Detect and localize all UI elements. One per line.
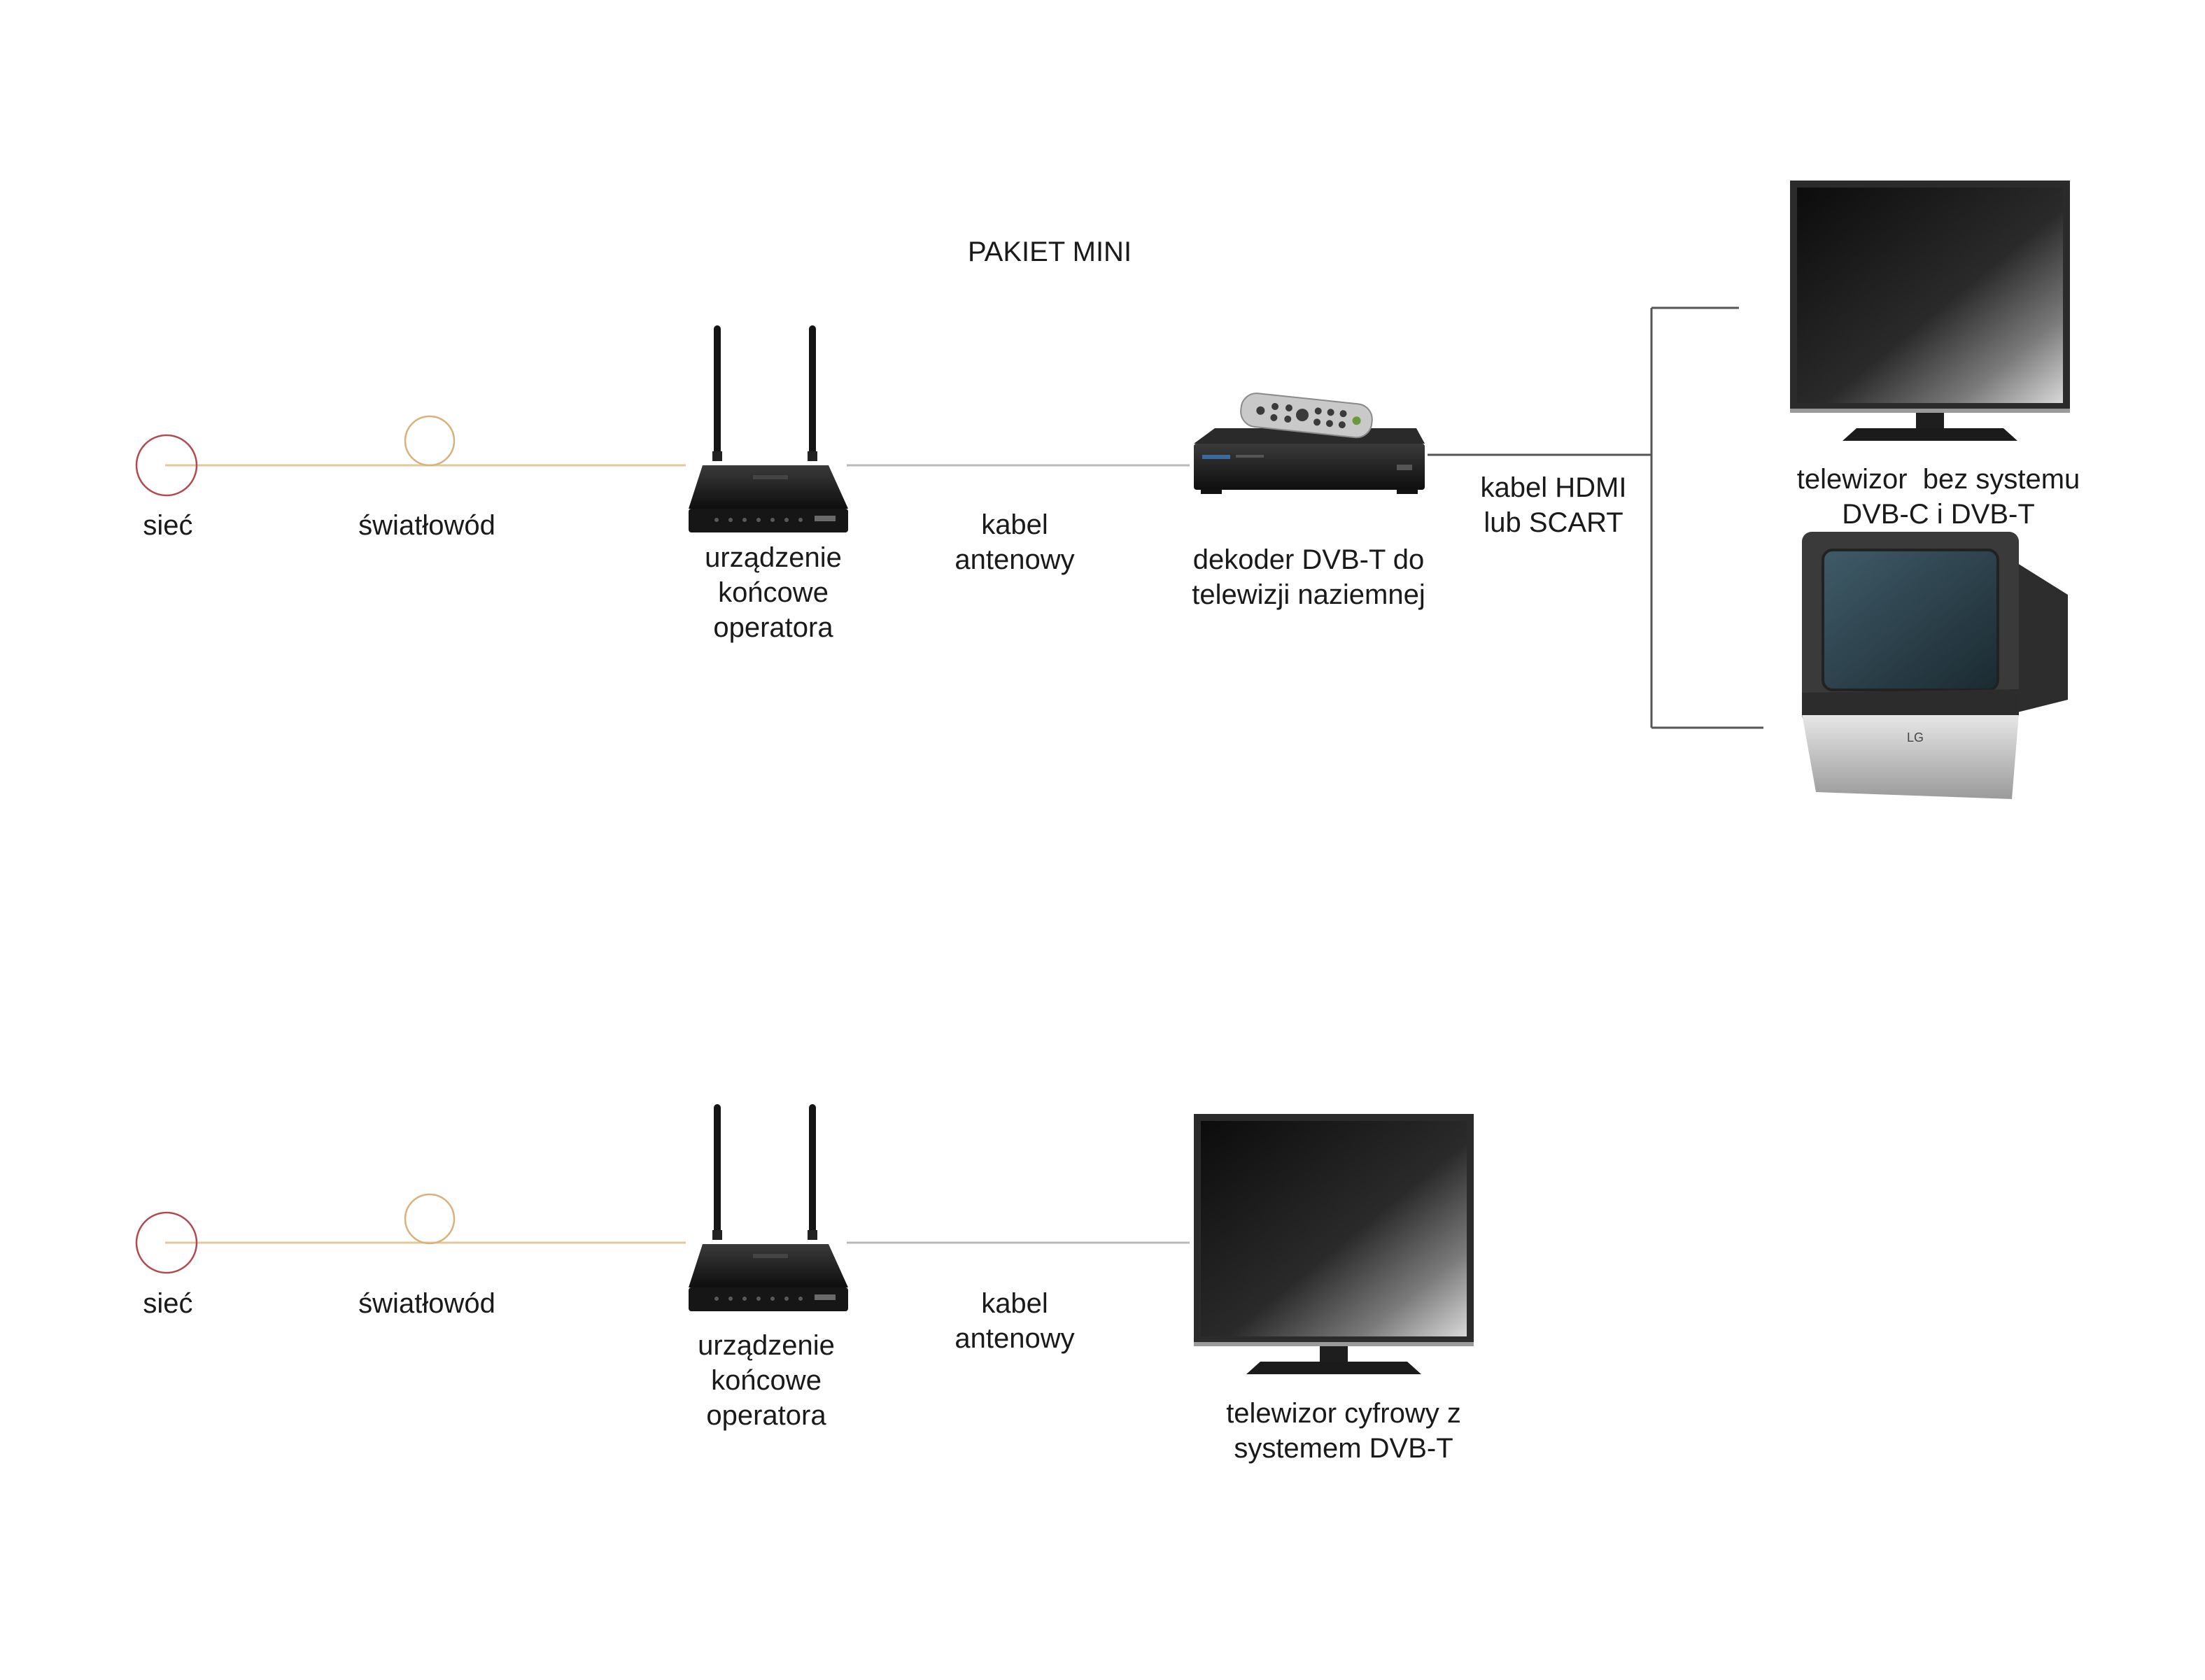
crt-tv-icon: LG bbox=[1802, 532, 2068, 799]
remote-control-icon bbox=[1240, 393, 1373, 439]
label-antenna-cable-top: kabel antenowy bbox=[954, 509, 1075, 575]
flat-tv-icon-top bbox=[1790, 181, 2070, 441]
label-fiber-top: światłowód bbox=[358, 510, 495, 541]
label-fiber-bottom: światłowód bbox=[358, 1288, 495, 1319]
network-circle-icon-top bbox=[135, 434, 198, 497]
label-decoder: dekoder DVB-T do telewizji naziemnej bbox=[1192, 544, 1425, 610]
svg-text:LG: LG bbox=[1907, 730, 1924, 744]
flat-tv-icon-bottom bbox=[1194, 1114, 1474, 1374]
label-router-top: urządzenie końcowe operatora bbox=[705, 542, 842, 643]
fiber-circle-icon-bottom bbox=[404, 1193, 456, 1245]
label-router-bottom: urządzenie końcowe operatora bbox=[698, 1330, 835, 1431]
label-network-top: sieć bbox=[143, 510, 193, 541]
diagram-title: PAKIET MINI bbox=[967, 237, 1132, 267]
set-top-box-icon bbox=[1194, 428, 1425, 494]
wifi-router-icon-bottom bbox=[689, 1104, 848, 1311]
network-circle-icon-bottom bbox=[135, 1211, 198, 1274]
label-antenna-cable-bottom: kabel antenowy bbox=[954, 1288, 1075, 1354]
label-tv-bottom: telewizor cyfrowy z systemem DVB-T bbox=[1226, 1398, 1461, 1464]
fiber-circle-icon-top bbox=[404, 415, 456, 467]
wifi-router-icon-top bbox=[689, 325, 848, 532]
label-tv-top: telewizor bez systemu DVB-C i DVB-T bbox=[1796, 464, 2080, 530]
label-hdmi-cable: kabel HDMI lub SCART bbox=[1480, 472, 1627, 538]
label-network-bottom: sieć bbox=[143, 1288, 193, 1319]
